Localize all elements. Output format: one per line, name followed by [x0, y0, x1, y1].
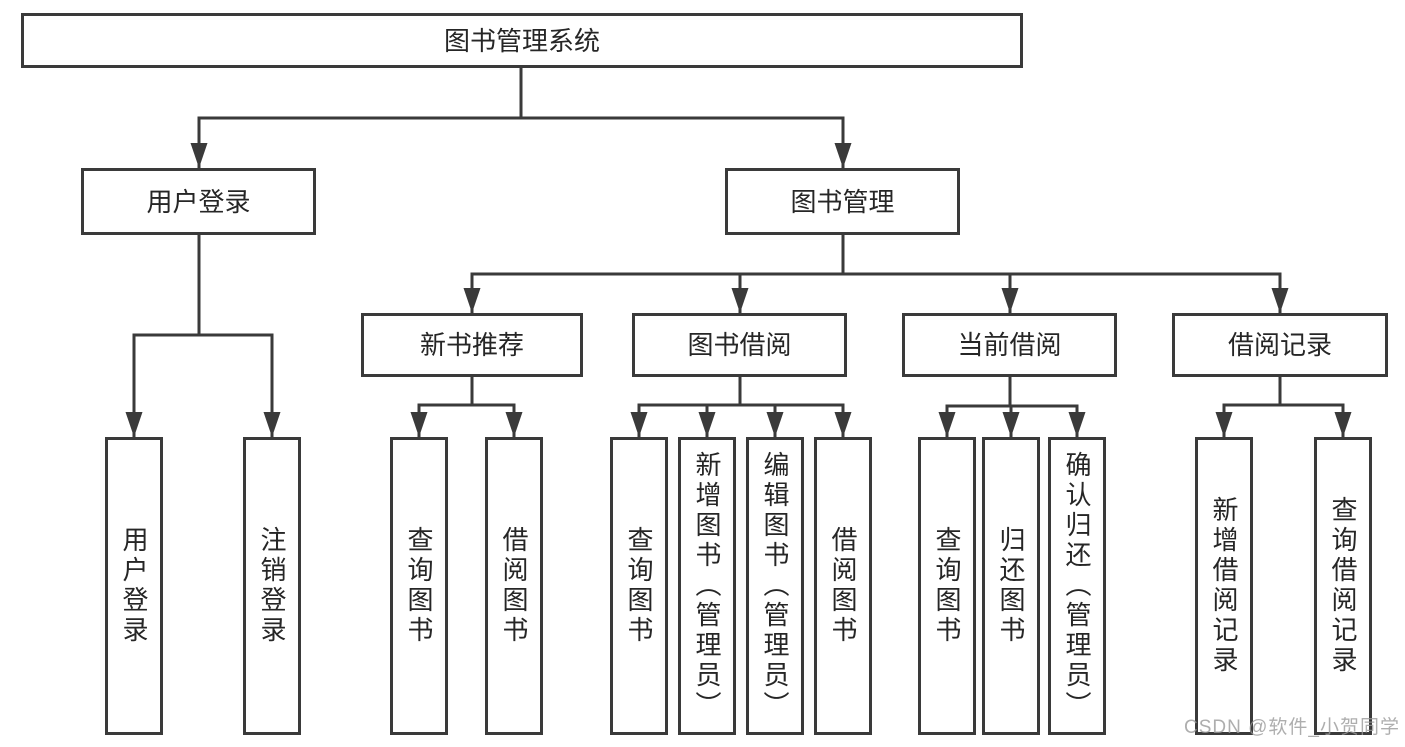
leaf-edit-books-admin: 编辑图书（管理员） [746, 437, 804, 735]
csdn-watermark: CSDN @软件_小贺同学 [1184, 717, 1400, 738]
node-current-borrowing: 当前借阅 [902, 313, 1117, 377]
leaf-query-borrow-record: 查询借阅记录 [1314, 437, 1372, 735]
leaf-query-books-current: 查询图书 [918, 437, 976, 735]
leaf-borrow-books-recommend: 借阅图书 [485, 437, 543, 735]
node-borrowing-records: 借阅记录 [1172, 313, 1388, 377]
node-user-login: 用户登录 [81, 168, 316, 235]
node-root: 图书管理系统 [21, 13, 1023, 68]
leaf-query-books-borrowing: 查询图书 [610, 437, 668, 735]
leaf-borrow-books-borrowing: 借阅图书 [814, 437, 872, 735]
node-book-borrowing: 图书借阅 [632, 313, 847, 377]
node-book-management: 图书管理 [725, 168, 960, 235]
leaf-add-books-admin: 新增图书（管理员） [678, 437, 736, 735]
leaf-return-books: 归还图书 [982, 437, 1040, 735]
leaf-confirm-return-admin: 确认归还（管理员） [1048, 437, 1106, 735]
node-new-book-recommendation: 新书推荐 [361, 313, 583, 377]
leaf-logout: 注销登录 [243, 437, 301, 735]
leaf-add-borrow-record: 新增借阅记录 [1195, 437, 1253, 735]
leaf-query-books-recommend: 查询图书 [390, 437, 448, 735]
leaf-user-login: 用户登录 [105, 437, 163, 735]
